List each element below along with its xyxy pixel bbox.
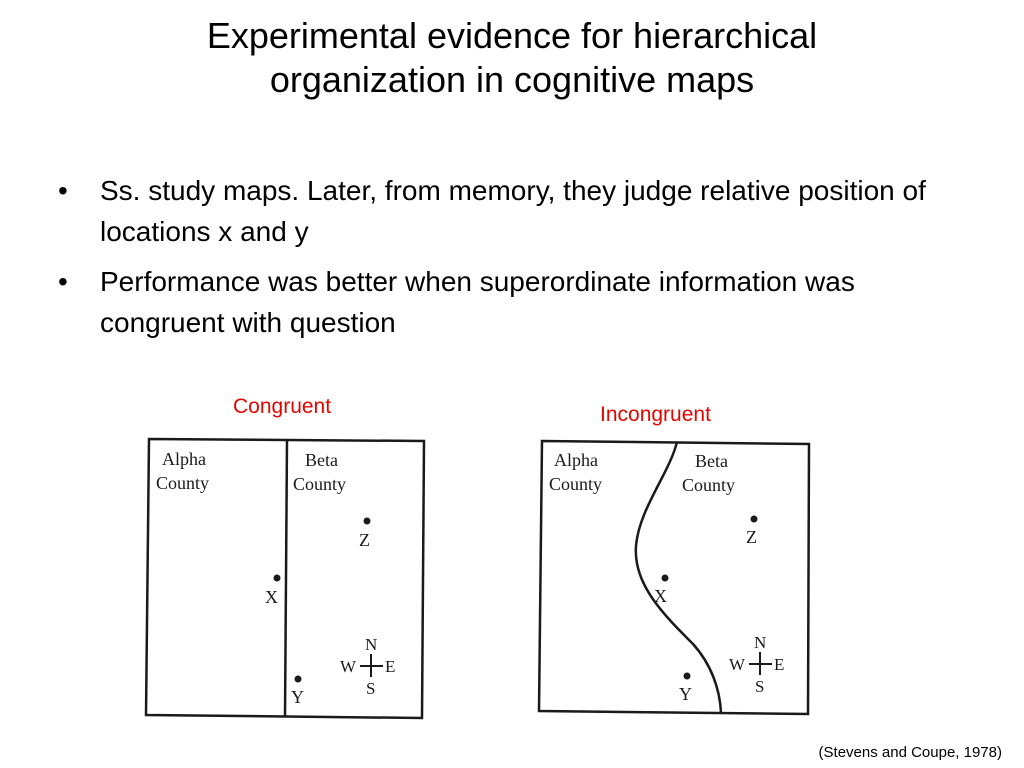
alpha-county-label: Alpha: [554, 450, 598, 470]
beta-county-label: County: [293, 474, 346, 494]
compass-rose: N S W E: [340, 635, 395, 698]
location-z-label: Z: [359, 530, 370, 550]
compass-rose: N S W E: [729, 633, 784, 696]
location-y-label: Y: [291, 687, 304, 707]
beta-county-label: Beta: [305, 450, 338, 470]
compass-east-label: E: [774, 655, 784, 674]
location-x-dot: [273, 574, 281, 582]
beta-county-label: Beta: [695, 451, 728, 471]
bullet-text: Performance was better when superordinat…: [100, 266, 855, 338]
location-z-dot: [750, 515, 758, 523]
alpha-county-label: Alpha: [162, 449, 206, 469]
bullet-text: Ss. study maps. Later, from memory, they…: [100, 175, 926, 247]
location-y-dot: [294, 675, 302, 683]
beta-county-label: County: [682, 475, 735, 495]
compass-north-label: N: [365, 635, 377, 654]
location-x-dot: [661, 574, 669, 582]
congruent-caption: Congruent: [233, 395, 332, 418]
citation: (Stevens and Coupe, 1978): [818, 744, 1002, 761]
location-x-label: X: [265, 587, 278, 607]
bullet-list: • Ss. study maps. Later, from memory, th…: [58, 170, 978, 352]
incongruent-caption: Incongruent: [600, 403, 711, 426]
map-border: [144, 437, 426, 720]
incongruent-map: Alpha County Beta County Z X Y N S W E: [537, 439, 811, 716]
alpha-county-label: County: [549, 474, 602, 494]
compass-east-label: E: [385, 657, 395, 676]
bullet-item: • Ss. study maps. Later, from memory, th…: [58, 170, 978, 252]
location-z-dot: [363, 517, 371, 525]
map-border: [537, 439, 811, 716]
location-z-label: Z: [746, 527, 757, 547]
location-x-label: X: [654, 586, 667, 606]
compass-south-label: S: [755, 677, 764, 696]
title-line-2: organization in cognitive maps: [269, 59, 755, 100]
location-y-label: Y: [679, 684, 692, 704]
county-boundary: [283, 439, 289, 718]
congruent-map: Alpha County Beta County Z X Y N S W E: [144, 437, 426, 720]
compass-west-label: W: [729, 655, 746, 674]
title-line-1: Experimental evidence for hierarchical: [206, 15, 818, 56]
compass-north-label: N: [754, 633, 766, 652]
location-y-dot: [683, 672, 691, 680]
compass-south-label: S: [366, 679, 375, 698]
slide-title: Experimental evidence for hierarchical o…: [0, 14, 1024, 102]
bullet-dot: •: [58, 175, 68, 206]
alpha-county-label: County: [156, 473, 209, 493]
compass-west-label: W: [340, 657, 357, 676]
county-boundary: [634, 441, 723, 714]
bullet-dot: •: [58, 266, 68, 297]
bullet-item: • Performance was better when superordin…: [58, 261, 978, 343]
